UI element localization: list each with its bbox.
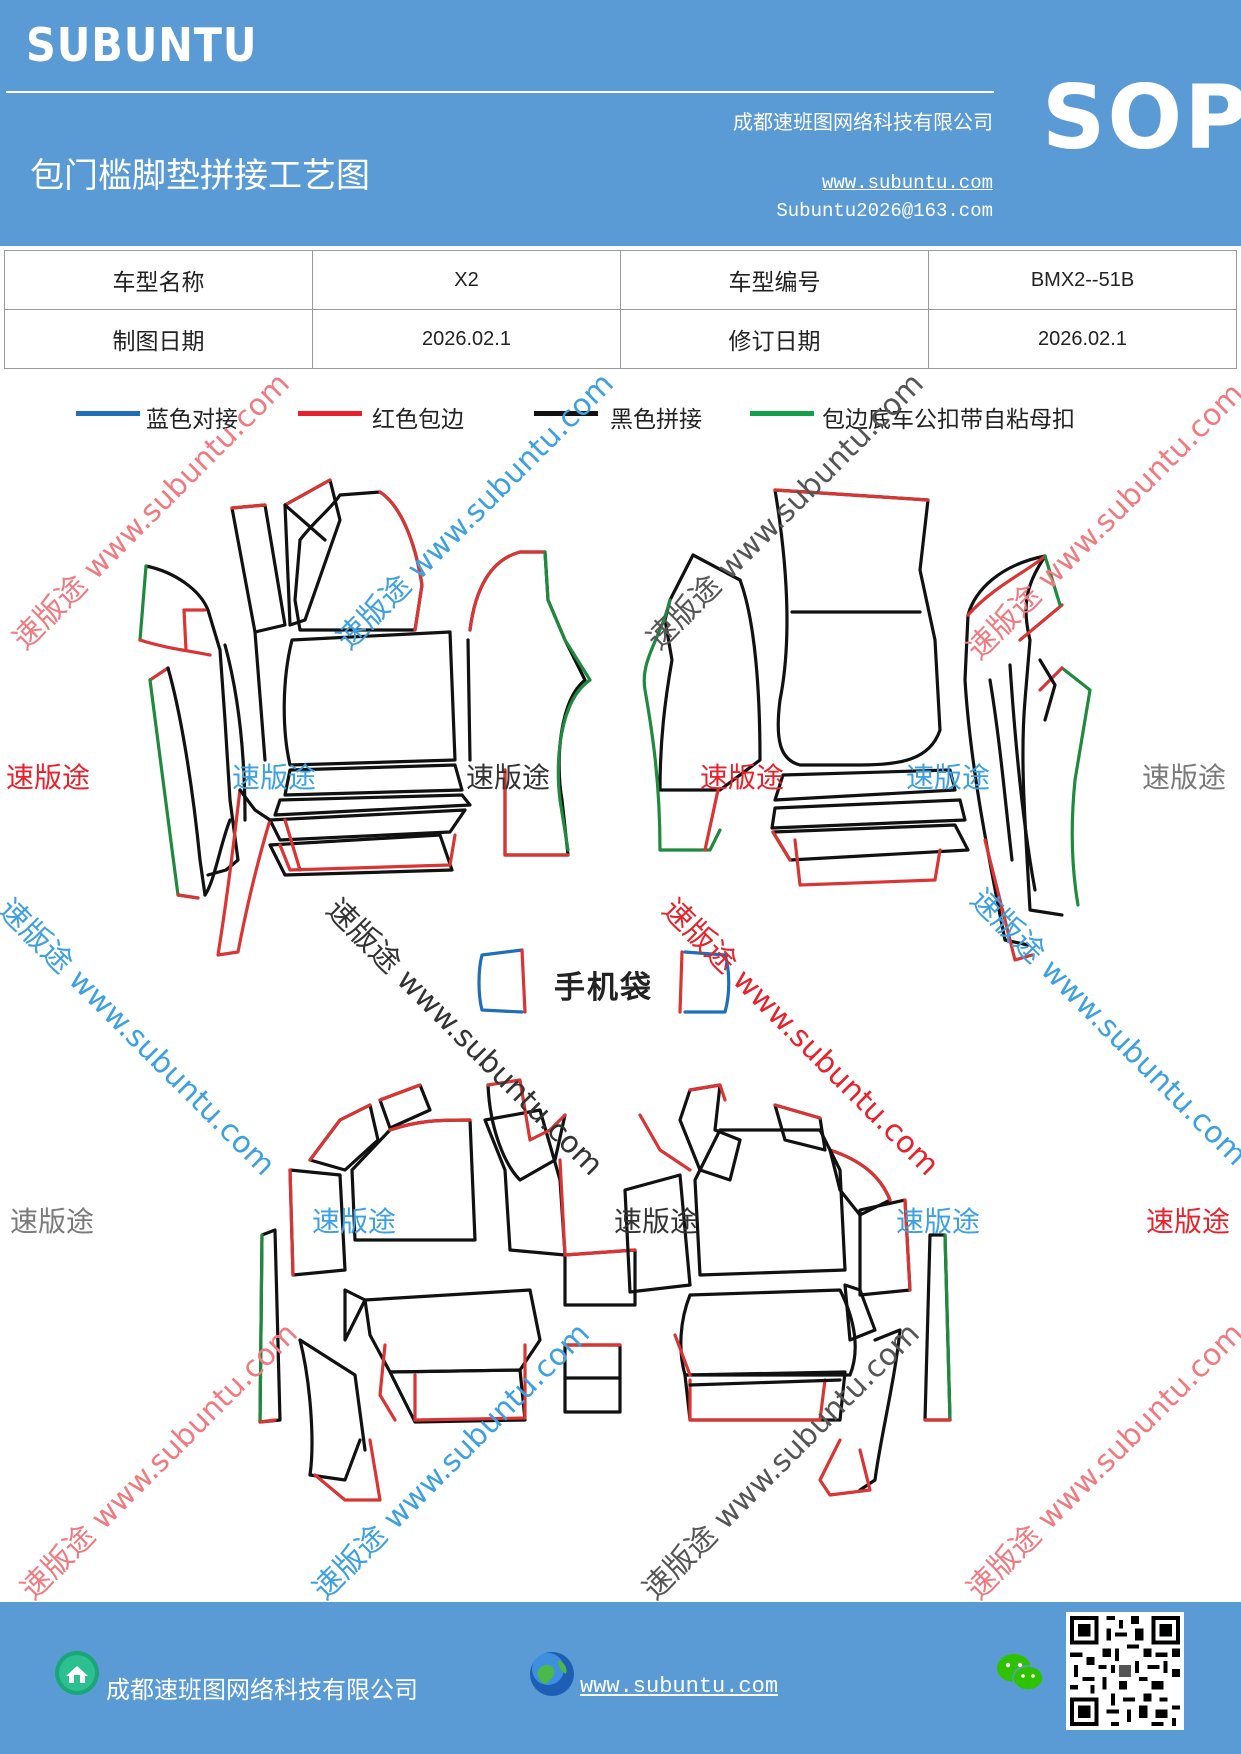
website-link[interactable]: www.subuntu.com bbox=[821, 172, 993, 194]
lower-left-mat-group bbox=[258, 1078, 637, 1502]
legend-black-swatch bbox=[534, 411, 598, 416]
legend-green-label: 包边底车公扣带自粘母扣 bbox=[822, 407, 1075, 433]
sop-badge: SOP bbox=[1042, 66, 1241, 169]
watermark-text: 速版途 bbox=[232, 761, 317, 794]
watermark-text: 速版途 bbox=[700, 761, 785, 794]
vehicle-info-table: 车型名称 X2 车型编号 BMX2--51B 制图日期 2026.02.1 修订… bbox=[4, 250, 1237, 369]
legend-black-label: 黑色拼接 bbox=[610, 407, 702, 433]
upper-left-mat-group bbox=[138, 478, 592, 957]
document-title: 包门槛脚垫拼接工艺图 bbox=[30, 156, 370, 196]
header-banner bbox=[0, 0, 1241, 246]
legend-red-label: 红色包边 bbox=[372, 407, 464, 433]
watermark-text: 速版途 bbox=[6, 761, 91, 794]
watermark-text: 速版途 bbox=[10, 1205, 95, 1238]
draw-date-label: 制图日期 bbox=[4, 309, 313, 369]
upper-right-mat-group bbox=[642, 488, 1092, 962]
legend-blue-swatch bbox=[76, 411, 140, 416]
draw-date-value: 2026.02.1 bbox=[312, 309, 621, 369]
model-code-label: 车型编号 bbox=[620, 250, 929, 310]
brand-logo-text: SUBUNTU bbox=[26, 18, 258, 72]
watermark-text: 速版途 bbox=[1146, 1205, 1231, 1238]
watermark-text: 速版途 bbox=[312, 1205, 397, 1238]
footer-website-link[interactable]: www.subuntu.com bbox=[580, 1674, 779, 1699]
model-name-value: X2 bbox=[312, 250, 621, 310]
watermark-text: 速版途 bbox=[1142, 761, 1227, 794]
qr-code-icon bbox=[1066, 1612, 1184, 1730]
globe-icon bbox=[530, 1652, 574, 1696]
header-divider bbox=[6, 91, 994, 93]
legend-green-swatch bbox=[750, 411, 814, 416]
building-icon bbox=[55, 1651, 99, 1695]
revise-date-label: 修订日期 bbox=[620, 309, 929, 369]
company-name: 成都速班图网络科技有限公司 bbox=[733, 110, 993, 134]
phone-bag-label: 手机袋 bbox=[554, 970, 653, 1006]
table-row: 车型名称 X2 车型编号 BMX2--51B bbox=[4, 250, 1237, 310]
email-address: Subuntu2026@163.com bbox=[776, 200, 993, 222]
watermark-text: 速版途 bbox=[906, 761, 991, 794]
table-row: 制图日期 2026.02.1 修订日期 2026.02.1 bbox=[4, 309, 1237, 369]
lower-right-mat-group bbox=[623, 1083, 952, 1497]
revise-date-value: 2026.02.1 bbox=[928, 309, 1237, 369]
model-code-value: BMX2--51B bbox=[928, 250, 1237, 310]
footer-company-name: 成都速班图网络科技有限公司 bbox=[106, 1676, 418, 1704]
model-name-label: 车型名称 bbox=[4, 250, 313, 310]
phone-bag-pieces bbox=[477, 948, 731, 1014]
legend-red-swatch bbox=[298, 411, 362, 416]
watermark-text: 速版途 bbox=[896, 1205, 981, 1238]
wechat-icon[interactable] bbox=[996, 1652, 1044, 1694]
legend-blue-label: 蓝色对接 bbox=[146, 407, 238, 433]
watermark-text: 速版途 bbox=[614, 1205, 699, 1238]
watermark-text: 速版途 bbox=[466, 761, 551, 794]
